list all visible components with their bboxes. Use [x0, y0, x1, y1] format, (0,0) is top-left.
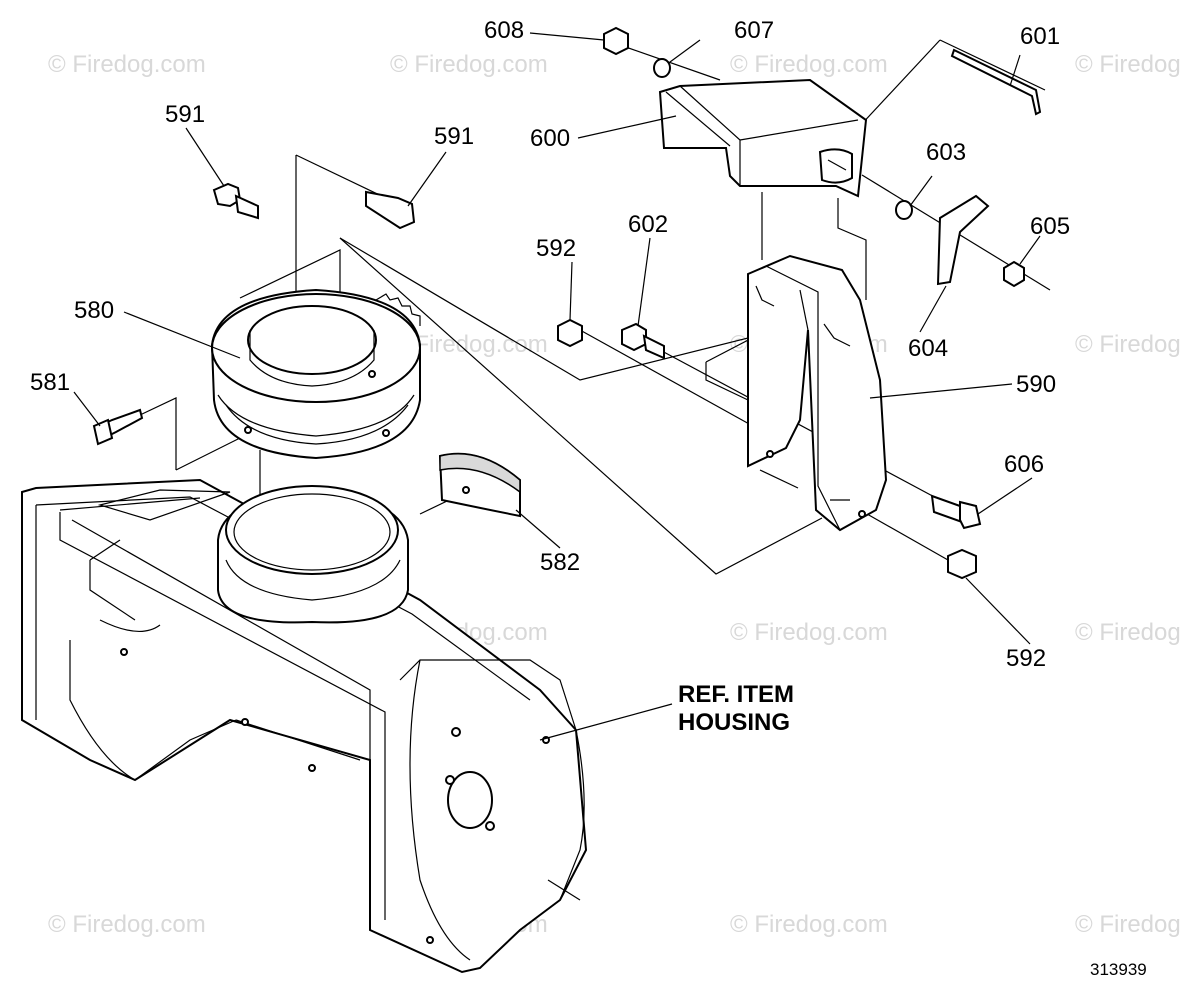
- part-600-deflector: [658, 78, 868, 198]
- watermark: © Firedog.com: [1075, 911, 1180, 938]
- housing-chute-ring: [217, 485, 409, 624]
- reference-label-line1: REF. ITEM: [678, 681, 794, 708]
- watermark: © Firedog.com: [390, 51, 548, 78]
- callout-591: 591: [434, 123, 474, 150]
- callout-607: 607: [734, 17, 774, 44]
- callout-606: 606: [1004, 451, 1044, 478]
- callout-592: 592: [536, 235, 576, 262]
- callout-600: 600: [530, 125, 570, 152]
- small-hardware: [603, 26, 1025, 288]
- watermark: © Firedog.com: [1075, 619, 1180, 646]
- callout-605: 605: [1030, 213, 1070, 240]
- watermark: © Firedog.com: [48, 51, 206, 78]
- callout-604: 604: [908, 335, 948, 362]
- callout-590: 590: [1016, 371, 1056, 398]
- part-606-bolt: [930, 494, 982, 530]
- callout-602: 602: [628, 211, 668, 238]
- watermark: © Firedog.com: [730, 911, 888, 938]
- callout-592: 592: [1006, 645, 1046, 672]
- watermark: © Firedog.com: [1075, 51, 1180, 78]
- callout-591: 591: [165, 101, 205, 128]
- reference-label-line2: HOUSING: [678, 709, 790, 736]
- part-602-bolt: [621, 322, 665, 360]
- part-580-chute-ring: [210, 288, 421, 460]
- callout-582: 582: [540, 549, 580, 576]
- callout-603: 603: [926, 139, 966, 166]
- watermark: © Firedog.com: [730, 51, 888, 78]
- part-592-nuts: [557, 318, 977, 580]
- drawing-number: 313939: [1090, 960, 1147, 979]
- callout-580: 580: [74, 297, 114, 324]
- part-581-screw: [92, 408, 144, 446]
- assembly-guide-lines: [139, 39, 1051, 575]
- callout-labels: 608 607 601 591 591 600 603 602 592 605 …: [30, 17, 1147, 979]
- part-582-clip: [438, 452, 521, 518]
- callout-601: 601: [1020, 23, 1060, 50]
- watermark: © Firedog.com: [730, 619, 888, 646]
- watermark: © Firedog.com: [1075, 331, 1180, 358]
- part-604-knob: [936, 194, 990, 286]
- part-590-bracket: [747, 254, 888, 532]
- part-601-pin: [950, 48, 1042, 116]
- watermark: © Firedog.com: [48, 911, 206, 938]
- callout-608: 608: [484, 17, 524, 44]
- callout-581: 581: [30, 369, 70, 396]
- leader-lines: [73, 32, 1041, 741]
- part-591-bolts: [212, 182, 416, 230]
